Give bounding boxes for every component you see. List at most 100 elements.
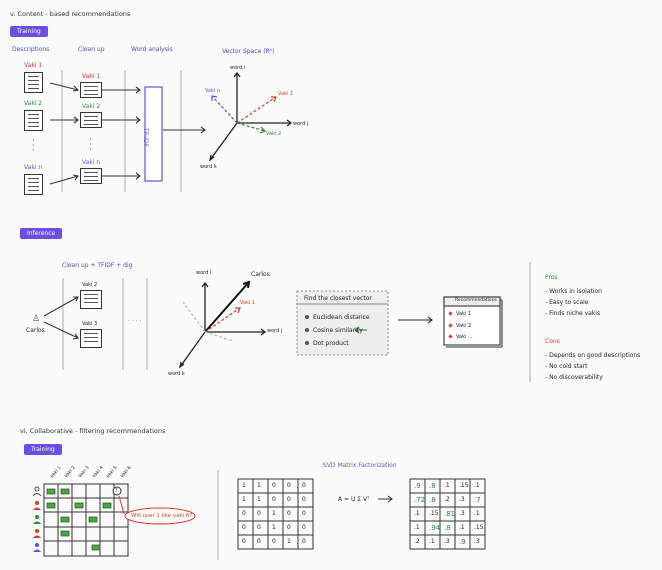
- matrix-cell: 0: [302, 496, 306, 503]
- matrix-cell: 0: [302, 482, 306, 489]
- matrix-cell: 0: [287, 482, 291, 489]
- vector-label-1: Vaki 1: [278, 91, 294, 97]
- matrix-cell: 1: [242, 482, 246, 489]
- training-tag-2: Training: [24, 444, 62, 455]
- ellipsis-vertical: ···: [89, 135, 92, 154]
- matrix-cell: .15: [474, 524, 484, 531]
- clean-label-n: Vaki n: [82, 159, 101, 166]
- matrix-cell: .8: [429, 482, 436, 490]
- matrix-cell: 1: [287, 538, 291, 545]
- matrix-cell: 0: [257, 510, 261, 517]
- clean-document-icon: [80, 82, 102, 98]
- vector-label-n: Vaki n: [205, 88, 221, 94]
- ellipsis-vertical: ···: [32, 136, 35, 155]
- col-cleanup: Clean up: [78, 46, 105, 53]
- matrix-cell: 0: [287, 510, 291, 517]
- matrix-cell: 0: [302, 524, 306, 531]
- document-icon: [24, 110, 43, 131]
- question-mark: ?: [115, 488, 118, 494]
- matrix-cell: .1: [414, 510, 420, 517]
- matrix-cell: .8: [429, 496, 436, 504]
- callout-text: Will user 1 like vaki 6?: [131, 513, 193, 519]
- cons-item: - Depends on good descriptions: [545, 352, 641, 359]
- option-euclidean: Euclidean distance: [313, 314, 370, 321]
- document-icon: [80, 290, 102, 309]
- matrix-cell: 0: [242, 538, 246, 545]
- clean-document-icon: [80, 168, 102, 184]
- matrix-cell: 0: [287, 524, 291, 531]
- document-icon: [80, 329, 102, 348]
- inf-axis-word-i: word i: [196, 270, 212, 276]
- inf-axis-word-j: word j: [267, 328, 283, 334]
- inference-tag: Inference: [20, 228, 63, 239]
- inf-vector-label: Vaki 1: [240, 300, 256, 306]
- clean-document-icon: [80, 112, 102, 128]
- matrix-cell: .94: [429, 524, 441, 532]
- cons-item: - No discoverability: [545, 374, 603, 381]
- matrix-cell: .3: [444, 538, 450, 545]
- matrix-cell: .1: [444, 482, 450, 489]
- inf-doc-label-3: Vaki 3: [82, 321, 98, 327]
- ellipsis-horizontal: · · · ·: [128, 318, 142, 325]
- closest-vector-title: Find the closest vector: [304, 295, 372, 302]
- matrix-cell: 0: [257, 524, 261, 531]
- matrix-cell: .1: [459, 524, 465, 531]
- rec-item: Vaki 1: [456, 311, 472, 317]
- matrix-cell: .72: [414, 496, 426, 504]
- matrix-cell: 1: [257, 482, 261, 489]
- axis-word-j: word j: [293, 121, 309, 127]
- matrix-cell: .9: [414, 482, 421, 490]
- rec-item: Vaki ...: [456, 334, 473, 340]
- matrix-cell: .7: [474, 496, 481, 504]
- document-icon: [24, 72, 43, 93]
- doc-label-1: Vaki 1: [24, 62, 43, 69]
- option-cosine: Cosine similarity: [313, 327, 363, 334]
- matrix-cell: 0: [302, 538, 306, 545]
- matrix-cell: .1: [414, 524, 420, 531]
- doc-label-n: Vaki n: [24, 164, 43, 171]
- training-tag: Training: [10, 26, 48, 37]
- axis-word-k: word k: [200, 164, 217, 170]
- matrix-cell: .2: [414, 538, 420, 545]
- document-icon: [24, 174, 43, 195]
- tfidf-label: TF-IDF: [142, 128, 149, 148]
- matrix-cell: 0: [272, 482, 276, 489]
- inf-doc-label-2: Vaki 2: [82, 282, 98, 288]
- svd-equation: A = U Σ Vᵀ: [338, 496, 370, 503]
- matrix-cell: 0: [257, 538, 261, 545]
- matrix-cell: 0: [242, 510, 246, 517]
- cons-title: Cons: [545, 338, 560, 345]
- matrix-cell: .1: [474, 482, 480, 489]
- section-title-collaborative: vi. Collaborative - filtering recommenda…: [20, 427, 166, 435]
- col-descriptions: Descriptions: [12, 46, 50, 53]
- matrix-cell: .3: [459, 496, 465, 503]
- matrix-cell: .1: [429, 538, 435, 545]
- col-vector-space: Vector Space (Rⁿ): [222, 48, 275, 55]
- option-dot: Dot product: [313, 340, 349, 347]
- inf-vector-carlos: Carlos: [251, 271, 270, 278]
- matrix-cell: 0: [242, 524, 246, 531]
- svd-title: SVD Matrix Factorization: [323, 462, 397, 469]
- matrix-cell: .15: [429, 510, 439, 517]
- section-title-content: v. Content - based recommendations: [10, 10, 131, 18]
- matrix-cell: .81: [444, 510, 456, 518]
- matrix-cell: 1: [257, 496, 261, 503]
- matrix-cell: 1: [272, 524, 276, 531]
- recommendations-title: Recommendations: [455, 298, 497, 303]
- clean-label-2: Vaki 2: [82, 103, 101, 110]
- matrix-cell: 0: [272, 538, 276, 545]
- matrix-cell: .3: [474, 538, 480, 545]
- col-word-analysis: Word analysis: [131, 46, 173, 53]
- pros-item: - Works in isolation: [545, 288, 602, 295]
- vector-label-2: Vaki 2: [266, 131, 282, 137]
- pipeline-label: Clean up + TFIDF + dig: [62, 262, 133, 269]
- clean-label-1: Vaki 1: [82, 73, 101, 80]
- matrix-cell: .9: [459, 538, 466, 546]
- user-name: Carlos: [26, 327, 45, 334]
- axis-word-i: word i: [230, 65, 246, 71]
- matrix-cell: .1: [474, 510, 480, 517]
- matrix-cell: 1: [242, 496, 246, 503]
- matrix-cell: 0: [272, 496, 276, 503]
- pros-title: Pros: [545, 274, 558, 281]
